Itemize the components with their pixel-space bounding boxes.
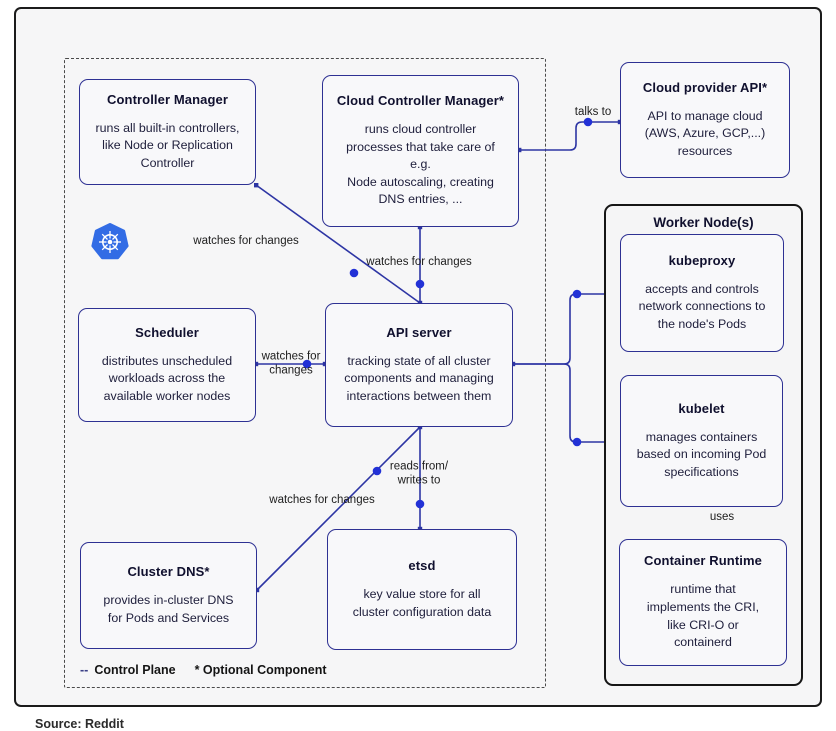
box-cloud-controller-manager: Cloud Controller Manager* runs cloud con… [322,75,519,227]
edge-label-talks-to: talks to [574,105,612,118]
scheduler-title: Scheduler [135,324,199,340]
legend: -- Control Plane * Optional Component [80,663,327,677]
container-runtime-description: runtime that implements the CRI, like CR… [646,582,760,650]
kubelet-description: manages containers based on incoming Pod… [636,429,767,479]
legend-control-plane: -- Control Plane [80,663,176,677]
cloud-provider-api-title: Cloud provider API* [642,79,768,95]
api-server-title: API server [386,324,452,340]
legend-optional-component: * Optional Component [194,663,327,677]
box-cluster-dns: Cluster DNS* provides in-cluster DNS for… [80,542,257,649]
box-container-runtime: Container Runtime runtime that implement… [619,539,787,666]
worker-node-title: Worker Node(s) [653,215,754,230]
cloud-provider-api-description: API to manage cloud (AWS, Azure, GCP,...… [644,108,766,158]
kubeproxy-title: kubeproxy [668,252,736,268]
cluster-dns-description: provides in-cluster DNS for Pods and Ser… [103,592,234,625]
scheduler-description: distributes unscheduled workloads across… [101,353,233,403]
controller-manager-title: Controller Manager [107,91,228,107]
edge-label-watches-scheduler: watches for changes [261,350,321,377]
box-cloud-provider-api: Cloud provider API* API to manage cloud … [620,62,790,178]
box-scheduler: Scheduler distributes unscheduled worklo… [78,308,256,422]
edge-label-watches-cluster-dns: watches for changes [269,493,375,506]
cloud-controller-manager-title: Cloud Controller Manager* [336,92,505,108]
box-kubelet: kubelet manages containers based on inco… [620,375,783,507]
edge-label-uses: uses [709,510,735,523]
cloud-controller-manager-description: runs cloud controller processes that tak… [346,121,495,207]
legend-dash-symbol: -- [80,663,89,677]
kubelet-title: kubelet [678,400,725,416]
controller-manager-description: runs all built-in controllers, like Node… [95,120,240,170]
box-etsd: etsd key value store for all cluster con… [327,529,517,650]
edge-label-watches-controller-manager: watches for changes [193,234,299,247]
legend-control-plane-label: Control Plane [94,663,176,677]
etsd-description: key value store for all cluster configur… [352,586,492,619]
kubeproxy-description: accepts and controls network connections… [638,281,766,331]
box-api-server: API server tracking state of all cluster… [325,303,513,427]
edge-label-watches-cloud-controller-manager: watches for changes [366,255,472,268]
edge-label-reads-writes: reads from/ writes to [389,460,449,487]
etsd-title: etsd [408,557,436,573]
box-controller-manager: Controller Manager runs all built-in con… [79,79,256,185]
container-runtime-title: Container Runtime [644,553,762,569]
api-server-description: tracking state of all cluster components… [344,353,494,403]
source-caption: Source: Reddit [35,717,124,731]
box-kubeproxy: kubeproxy accepts and controls network c… [620,234,784,352]
cluster-dns-title: Cluster DNS* [127,563,210,579]
